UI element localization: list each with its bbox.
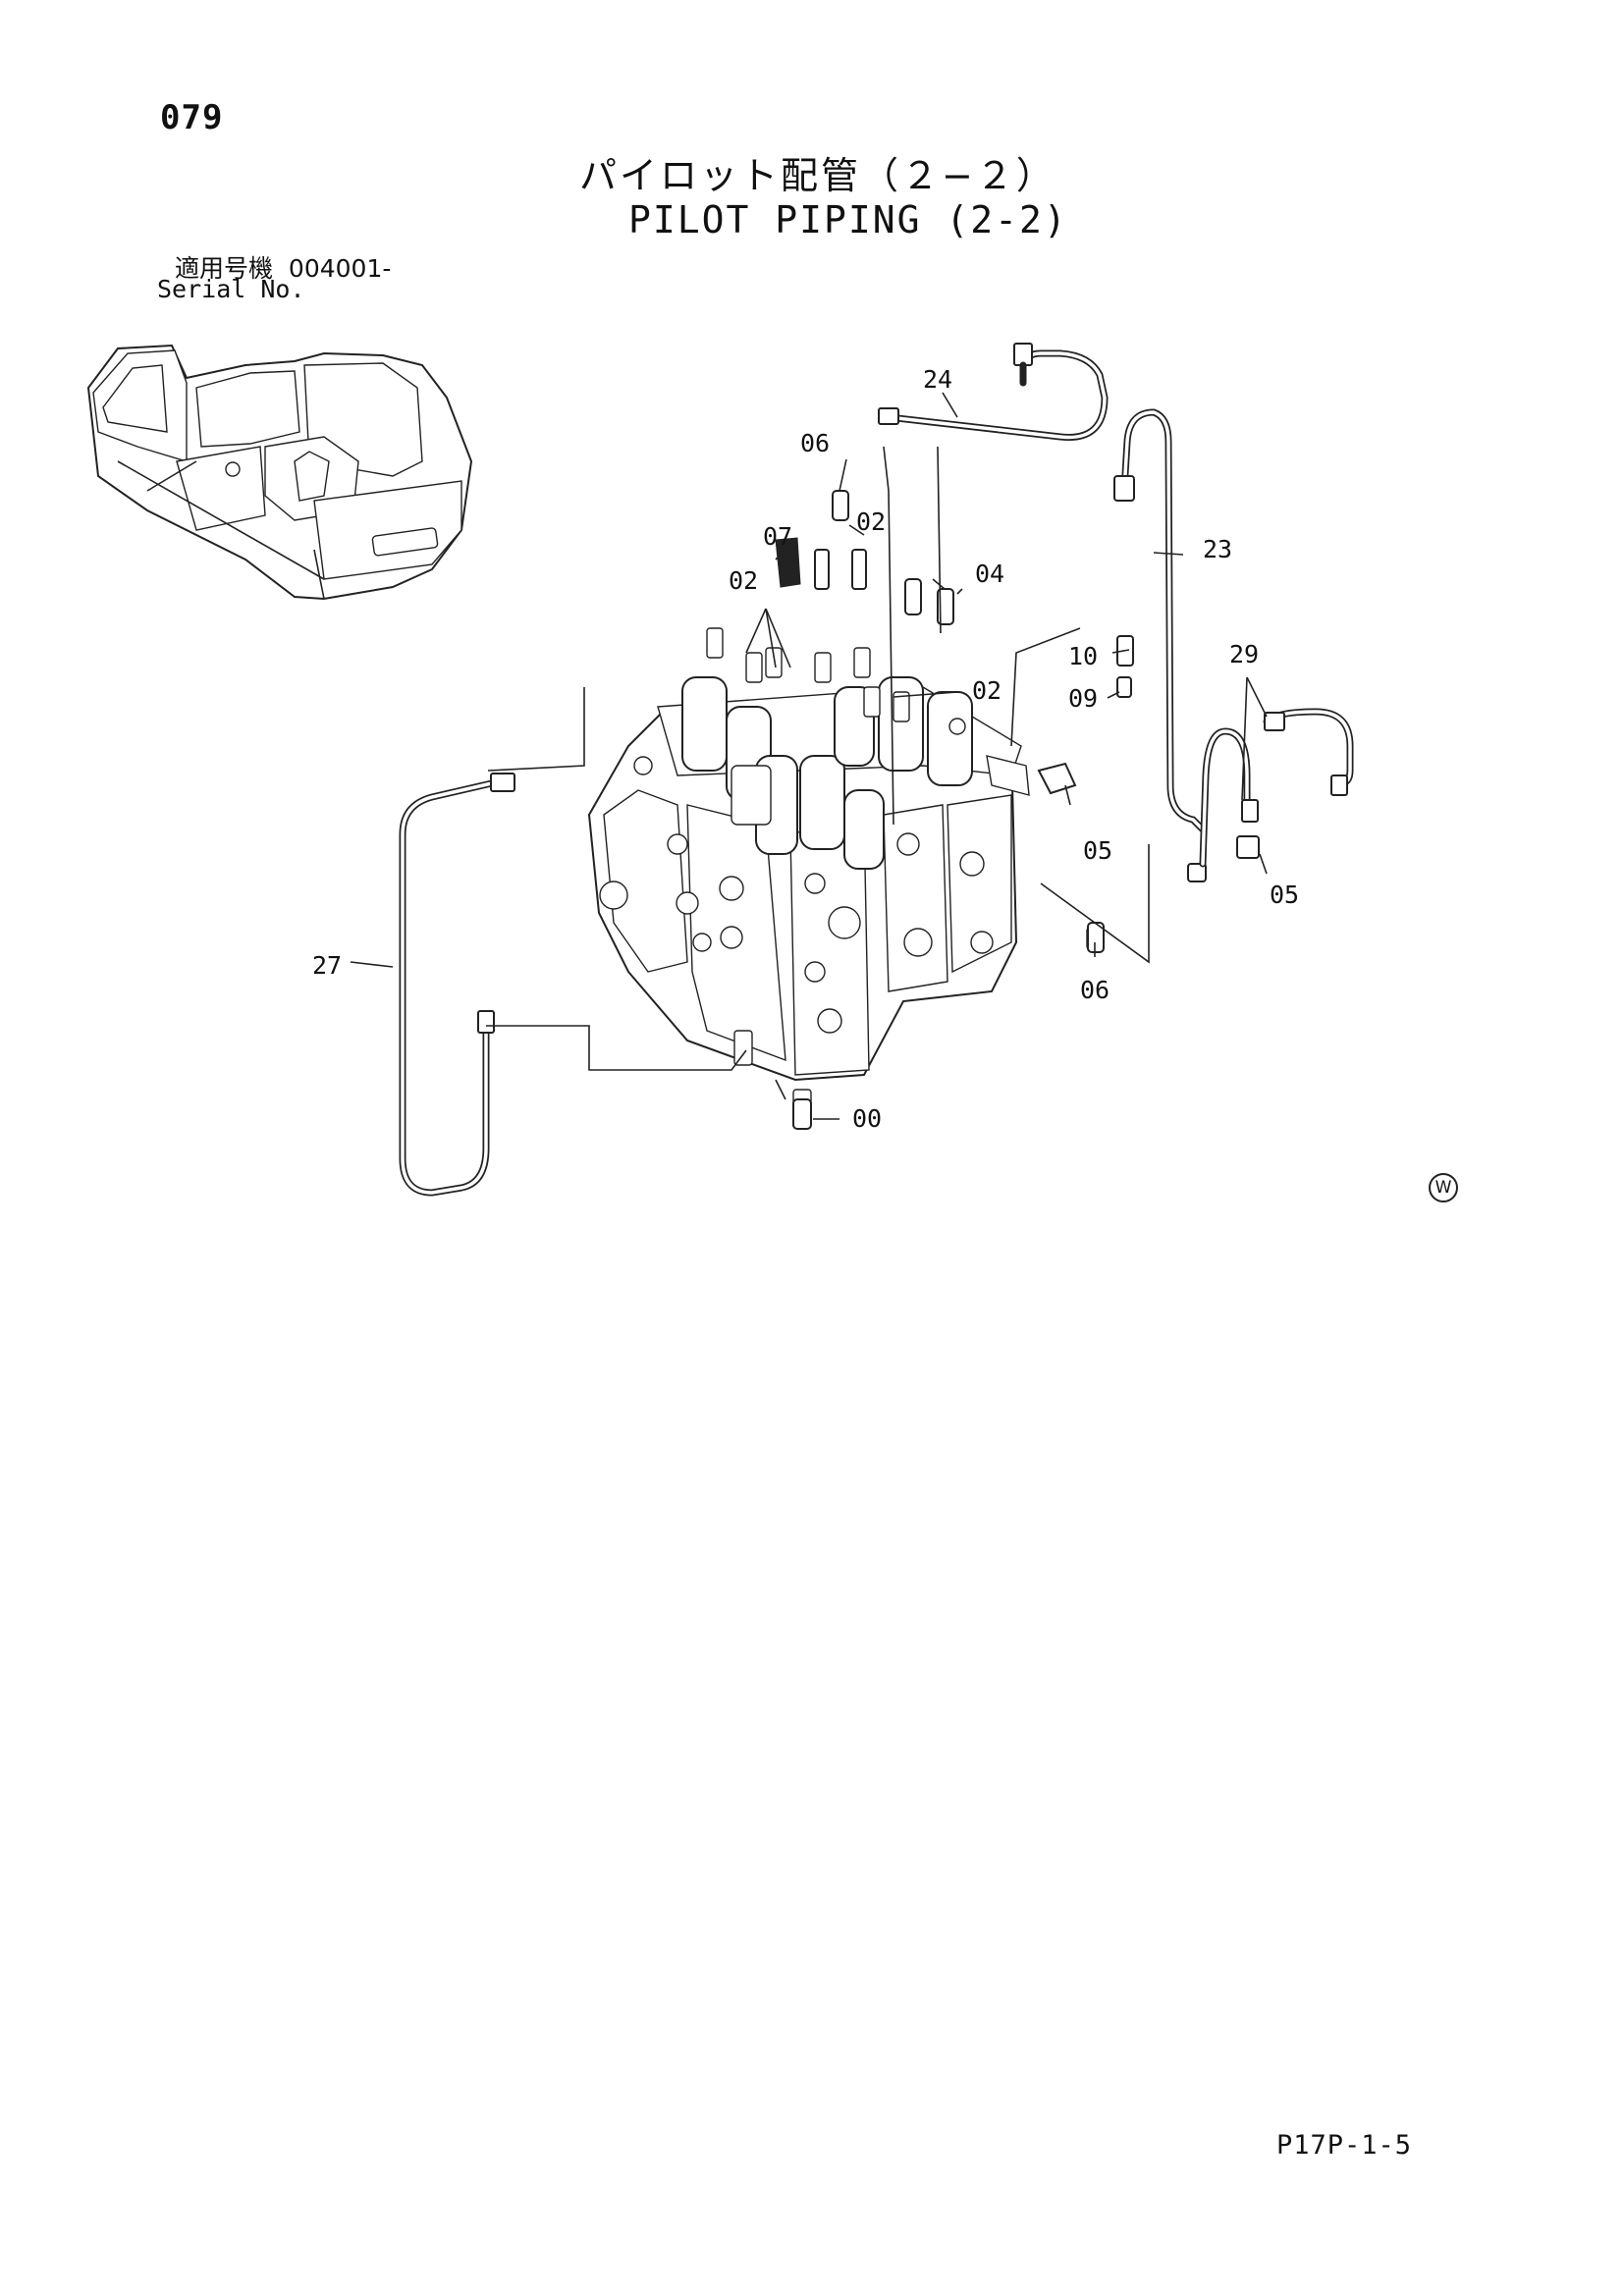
page-number: 079 xyxy=(160,98,224,137)
fitting-00 xyxy=(792,1098,812,1130)
callout-02-top: 02 xyxy=(856,507,886,536)
callout-07: 07 xyxy=(763,522,792,551)
fitting-07 xyxy=(775,537,801,588)
serial-applicability: 適用号機 004001- xyxy=(175,249,391,285)
fitting-09 xyxy=(1116,676,1132,698)
figure-code: P17P-1-5 xyxy=(1276,2130,1413,2161)
page-title-english: PILOT PIPING (2-2) xyxy=(628,198,1068,241)
callout-05-left: 05 xyxy=(1083,836,1112,865)
excavator-thumbnail xyxy=(86,344,473,601)
leader-lines xyxy=(350,392,1268,1120)
callout-09: 09 xyxy=(1068,684,1098,713)
callout-06-top: 06 xyxy=(800,429,830,457)
page-title-japanese: パイロット配管（２−２） xyxy=(579,154,1056,197)
callout-labels: 24 06 02 07 04 23 02 10 29 02 09 05 05 2… xyxy=(312,365,1299,1133)
callout-02-left: 02 xyxy=(729,566,758,595)
serial-label-english: Serial No. xyxy=(157,275,305,303)
callout-10: 10 xyxy=(1068,642,1098,670)
callout-06-bottom: 06 xyxy=(1080,976,1110,1004)
pipe-29 xyxy=(1199,708,1354,868)
pipe-27 xyxy=(399,773,515,1197)
fitting-06-top xyxy=(832,490,849,521)
callout-29: 29 xyxy=(1229,640,1259,668)
pipe-24 xyxy=(878,343,1109,441)
serial-label-japanese: 適用号機 xyxy=(175,254,274,283)
fitting-04-group xyxy=(904,578,954,625)
pipe-23 xyxy=(1113,408,1207,882)
watermark-badge: W xyxy=(1429,1173,1458,1202)
callout-04: 04 xyxy=(975,560,1004,588)
control-valve-assembly xyxy=(587,627,1260,1125)
fitting-02-group xyxy=(814,549,867,590)
callout-24: 24 xyxy=(923,365,952,394)
callout-05-right: 05 xyxy=(1270,881,1299,909)
callout-00: 00 xyxy=(852,1104,882,1133)
callout-23: 23 xyxy=(1203,535,1232,563)
callout-27: 27 xyxy=(312,951,342,980)
callout-02-right: 02 xyxy=(972,676,1001,705)
serial-value: 004001- xyxy=(288,254,392,283)
